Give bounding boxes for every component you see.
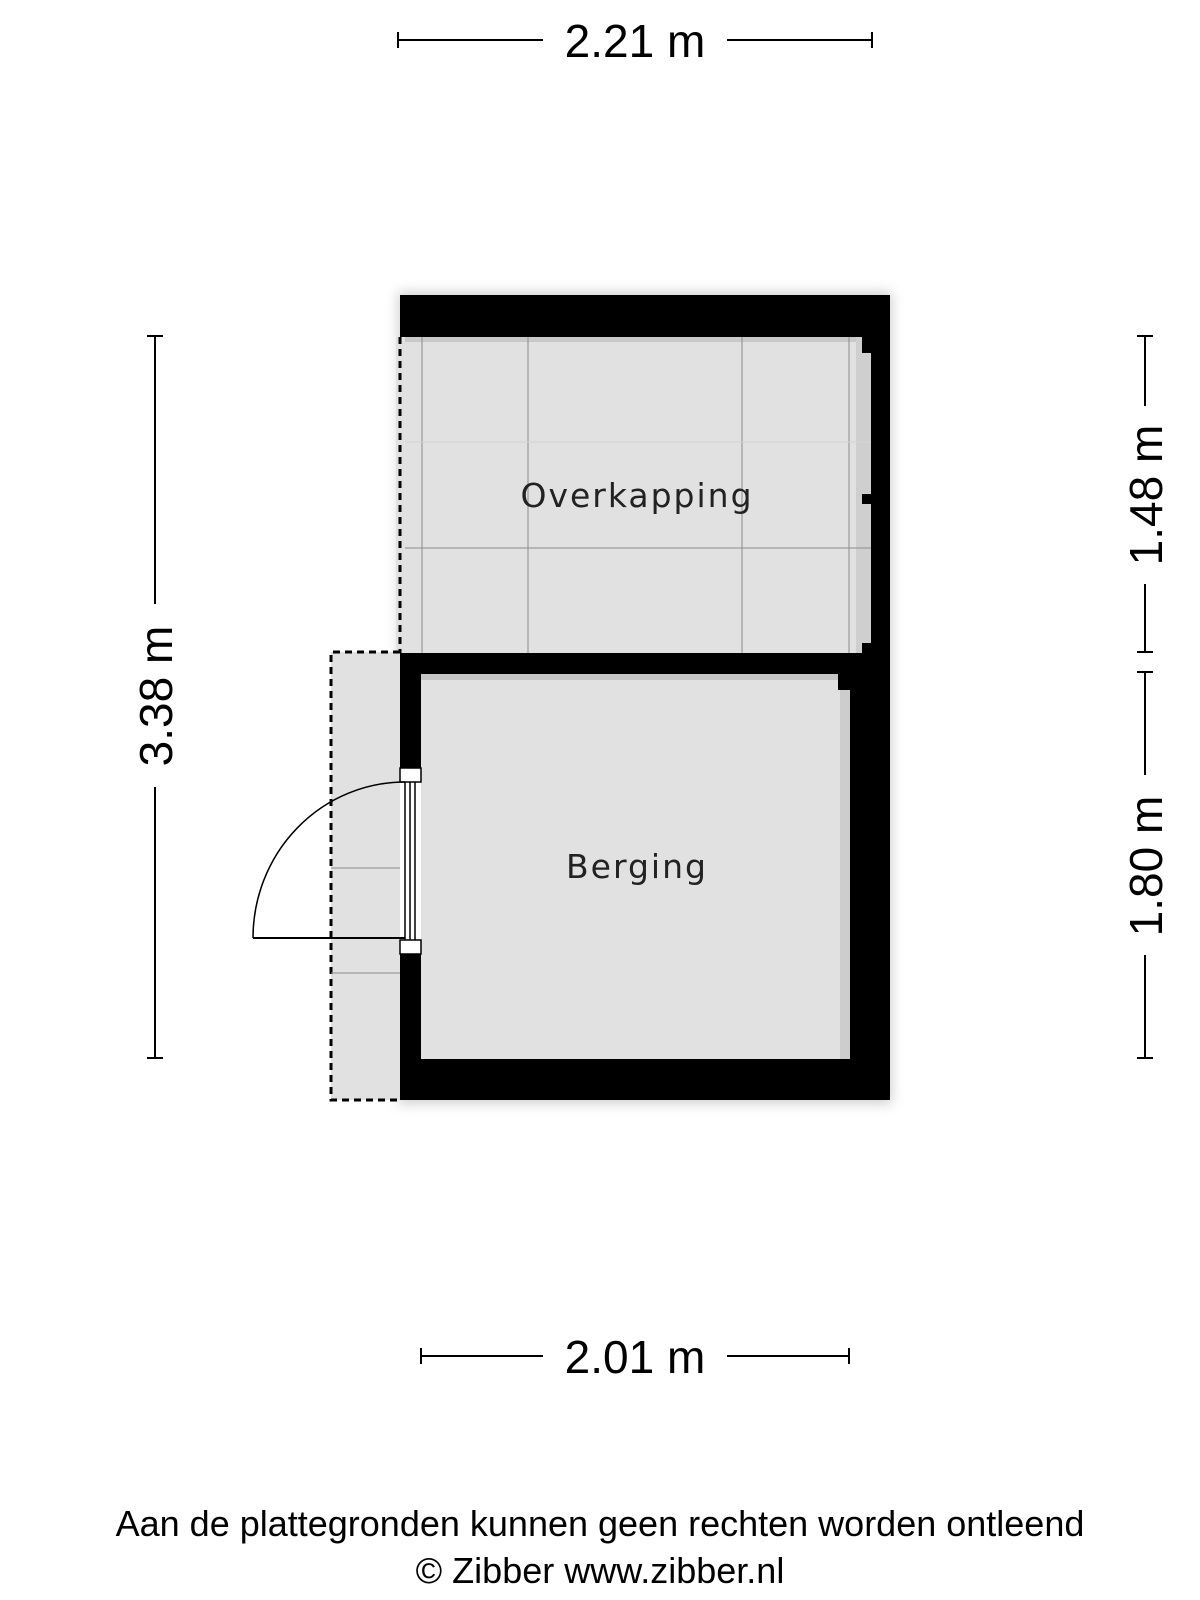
dimension-top <box>397 32 873 48</box>
dimension-right-lower <box>1137 671 1153 1059</box>
overkapping-wall-notch-mid <box>862 494 871 504</box>
entrance-step-dashed-edge <box>329 650 400 1102</box>
dimension-right-upper-label: 1.48 m <box>1120 425 1172 566</box>
entrance-step-area <box>331 652 400 1100</box>
berging-floor-edge-shade <box>421 674 850 680</box>
dimension-right-upper <box>1137 335 1153 653</box>
overkapping-wall-notch-bottom <box>862 643 871 653</box>
overkapping-tiles <box>400 337 871 653</box>
door-jamb-top <box>399 767 422 783</box>
credit-text: © Zibber www.zibber.nl <box>415 1550 785 1591</box>
room-label-overkapping: Overkapping <box>520 476 753 515</box>
dimension-bottom <box>420 1348 850 1364</box>
overkapping-floor <box>400 337 871 653</box>
overkapping-wall-notch-top <box>862 337 871 353</box>
dimension-right-lower-label: 1.80 m <box>1120 796 1172 937</box>
room-label-berging: Berging <box>566 847 708 886</box>
disclaimer-text: Aan de plattegronden kunnen geen rechten… <box>115 1503 1085 1544</box>
dimension-bottom-label: 2.01 m <box>565 1331 706 1383</box>
dimension-left <box>147 335 163 1059</box>
dimension-top-label: 2.21 m <box>565 15 706 67</box>
door-jamb-bottom <box>399 939 422 955</box>
berging-corner-notch <box>838 674 850 690</box>
dimension-left-label: 3.38 m <box>130 626 182 767</box>
overkapping-floor-edge-shade <box>400 337 871 342</box>
berging-floor-right-shade <box>840 674 850 1059</box>
berging-floor <box>421 674 850 1059</box>
door-swing-arc <box>252 781 406 939</box>
